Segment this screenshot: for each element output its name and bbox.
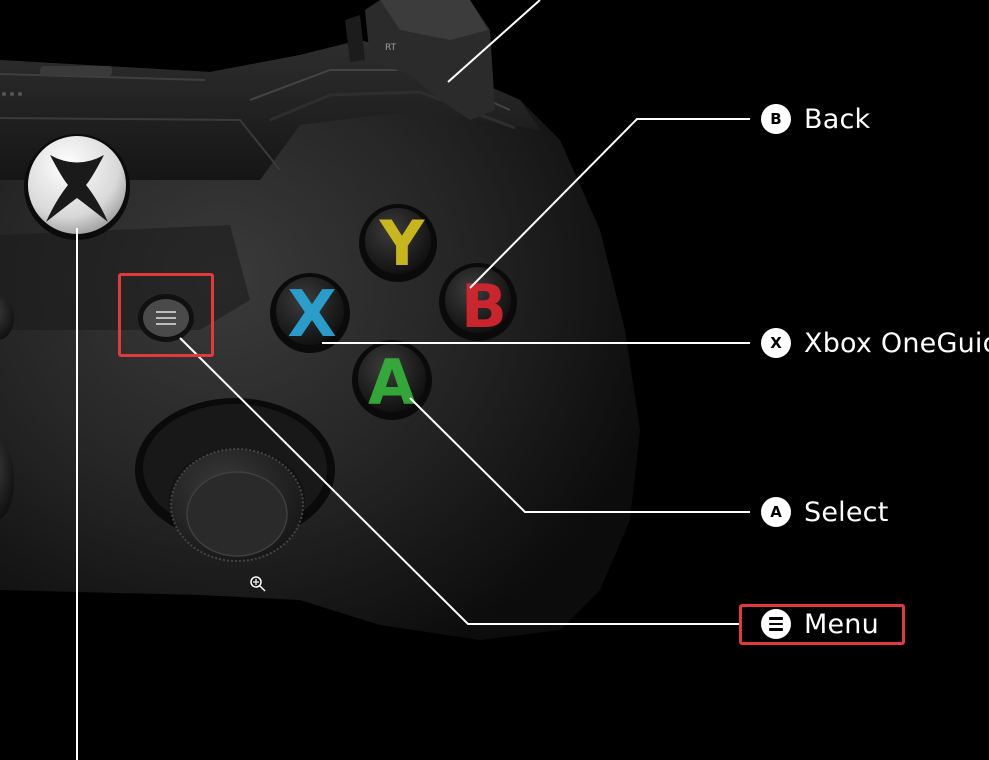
callout-select: A Select <box>761 494 889 530</box>
xbox-logo-icon <box>46 155 108 222</box>
leader-line-menu <box>179 337 742 625</box>
menu-icon <box>156 311 176 325</box>
left-button-partial[interactable] <box>0 296 14 340</box>
leader-line-select <box>409 397 750 513</box>
face-button-x[interactable]: X <box>270 273 350 353</box>
leader-line-back <box>469 118 750 289</box>
menu-button[interactable] <box>138 294 194 342</box>
face-letter-x: X <box>287 278 336 352</box>
callout-back: B Back <box>761 101 870 137</box>
callout-menu-label: Menu <box>804 608 879 640</box>
face-button-y[interactable]: Y <box>359 204 437 282</box>
face-letter-b: B <box>461 272 507 342</box>
leader-lines <box>76 0 750 760</box>
dpad-partial[interactable] <box>0 440 14 520</box>
b-badge-icon: B <box>761 104 791 134</box>
callout-select-label: Select <box>804 496 889 528</box>
callout-guide-label: Xbox OneGuide <box>804 327 989 359</box>
callout-guide: X Xbox OneGuide <box>761 325 989 361</box>
face-button-b[interactable]: B <box>439 263 517 342</box>
right-thumbstick[interactable] <box>135 398 335 562</box>
right-trigger[interactable]: RT <box>345 0 495 120</box>
face-letter-y: Y <box>379 207 426 280</box>
face-letter-a: A <box>368 346 416 419</box>
leader-line-trigger <box>447 0 541 83</box>
callout-back-label: Back <box>804 103 871 135</box>
x-badge-icon: X <box>761 328 791 358</box>
a-badge-icon: A <box>761 497 791 527</box>
menu-button-highlight <box>118 273 214 357</box>
menu-callout-highlight <box>739 604 905 645</box>
menu-badge-icon <box>761 609 791 639</box>
callout-menu: Menu <box>761 606 879 642</box>
zoom-cursor-icon <box>250 576 266 592</box>
trigger-label: RT <box>385 43 397 53</box>
xbox-logo-button[interactable] <box>24 134 130 240</box>
grip-dots <box>2 92 22 96</box>
